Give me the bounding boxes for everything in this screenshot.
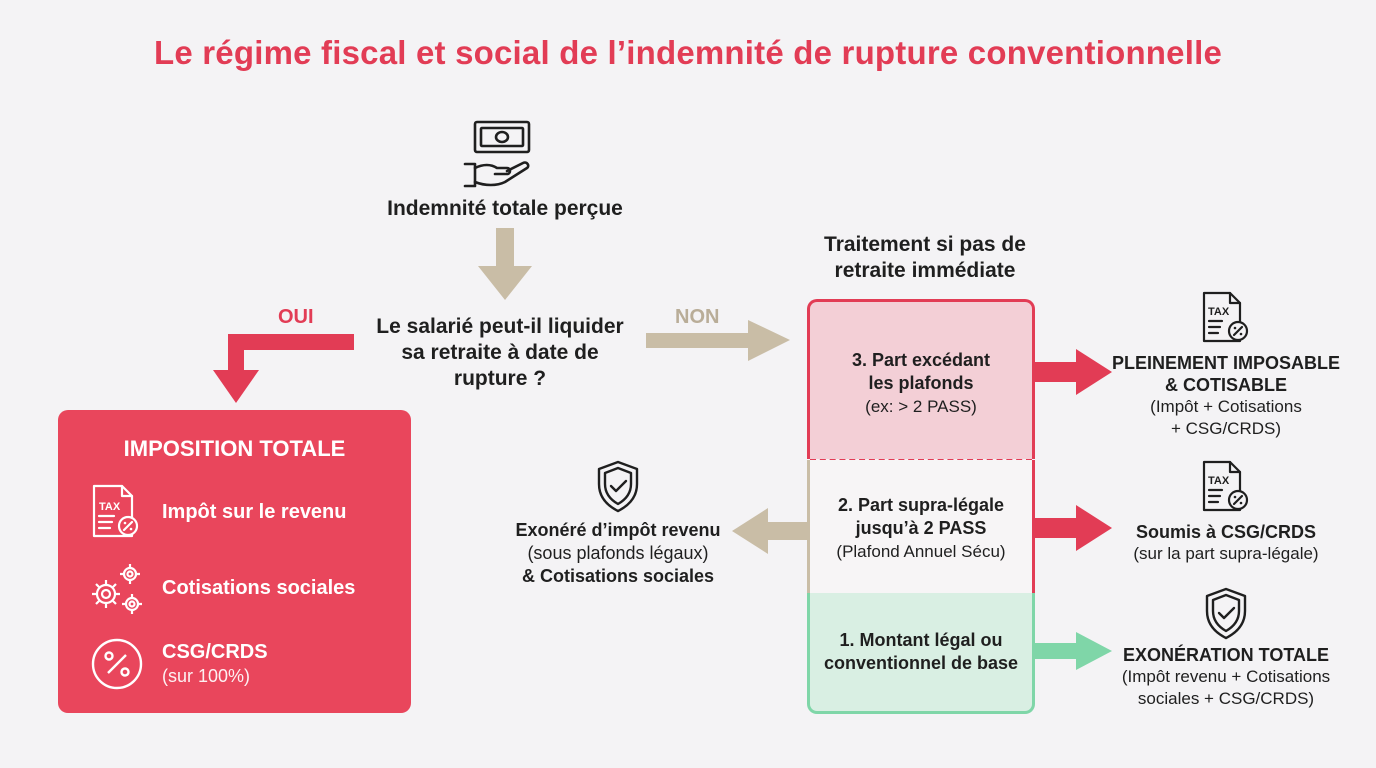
arrow-non [646,320,790,361]
left-item-impot: Impôt sur le revenu [162,501,347,523]
result-part3-line2: & COTISABLE [1164,375,1287,395]
part2-sub: (Plafond Annuel Sécu) [836,542,1006,561]
result-part1-sub1: (Impôt revenu + Cotisations [1121,667,1331,686]
arrow-part2-exempt [732,508,807,554]
part3-box: 3. Part excédant les plafonds (ex: > 2 P… [807,299,1035,459]
question-line3: rupture ? [453,367,547,390]
part3-line2: les plafonds [868,373,974,393]
imposition-totale-title: IMPOSITION TOTALE [123,436,346,461]
result-part2-sub1: (sur la part supra-légale) [1133,544,1319,563]
arrow-part2-result [1035,505,1112,551]
arrow-start-to-question [478,228,532,300]
arrow-part3-result [1035,349,1112,395]
result-part3-sub1: (Impôt + Cotisations [1150,397,1302,416]
result-part1-line1: EXONÉRATION TOTALE [1122,645,1329,665]
page-title: Le régime fiscal et social de l’indemnit… [153,34,1223,71]
result-part3-sub2: + CSG/CRDS) [1170,419,1282,438]
part1-line2: conventionnel de base [823,653,1019,673]
part3-sub: (ex: > 2 PASS) [865,397,977,416]
result-part3: PLEINEMENT IMPOSABLE & COTISABLE (Impôt … [1108,352,1344,440]
svg-text:TAX: TAX [1208,306,1230,318]
tax-document-icon: TAX [1200,291,1252,345]
branch-yes-label: OUI [278,306,314,328]
question-text: Le salarié peut-il liquider sa retraite … [350,314,650,392]
exempt-left-text: Exonéré d’impôt revenu (sous plafonds lé… [500,519,736,588]
arrow-oui [213,334,354,403]
result-part1: EXONÉRATION TOTALE (Impôt revenu + Cotis… [1106,644,1346,710]
part2-line2: jusqu’à 2 PASS [855,518,987,538]
exempt-left-amp: & [521,566,540,586]
money-hand-icon [463,120,539,190]
svg-text:TAX: TAX [1208,475,1230,487]
percent-circle-icon [90,637,144,691]
tax-document-icon: TAX [90,484,142,540]
treatment-line2: retraite immédiate [834,259,1016,282]
result-part3-line1: PLEINEMENT IMPOSABLE [1111,353,1340,373]
imposition-totale-box: IMPOSITION TOTALE TAX Impôt sur le reven… [58,410,411,713]
gears-icon [86,560,146,616]
part2-line1: 2. Part supra-légale [837,495,1005,515]
exempt-left-line3: Cotisations sociales [539,566,715,586]
part1-line1: 1. Montant légal ou [839,630,1003,650]
result-part2: Soumis à CSG/CRDS (sur la part supra-lég… [1108,521,1344,565]
left-item-csg-sub: (sur 100%) [162,666,251,686]
arrow-part1-result [1035,632,1112,670]
result-part2-line1: Soumis à CSG/CRDS [1135,522,1317,542]
part3-line1: 3. Part excédant [851,350,991,370]
tax-document-icon: TAX [1200,460,1252,514]
left-item-cotisations: Cotisations sociales [162,577,356,599]
question-line1: Le salarié peut-il liquider [376,315,624,338]
part1-box: 1. Montant légal ou conventionnel de bas… [807,593,1035,714]
shield-check-icon [595,460,641,514]
svg-text:TAX: TAX [99,501,121,513]
exempt-left-line1: Exonéré d’impôt revenu [515,520,721,540]
left-item-csg: CSG/CRDS [162,641,268,663]
question-line2: sa retraite à date de [401,341,599,364]
treatment-heading: Traitement si pas de retraite immédiate [790,232,1060,284]
part2-box: 2. Part supra-légale jusqu’à 2 PASS (Pla… [807,460,1035,593]
branch-no-label: NON [675,306,720,328]
exempt-left-line2: (sous plafonds légaux) [527,543,709,563]
shield-check-icon [1203,587,1249,641]
treatment-line1: Traitement si pas de [824,233,1026,256]
result-part1-sub2: sociales + CSG/CRDS) [1137,689,1315,708]
start-label: Indemnité totale perçue [387,197,623,220]
